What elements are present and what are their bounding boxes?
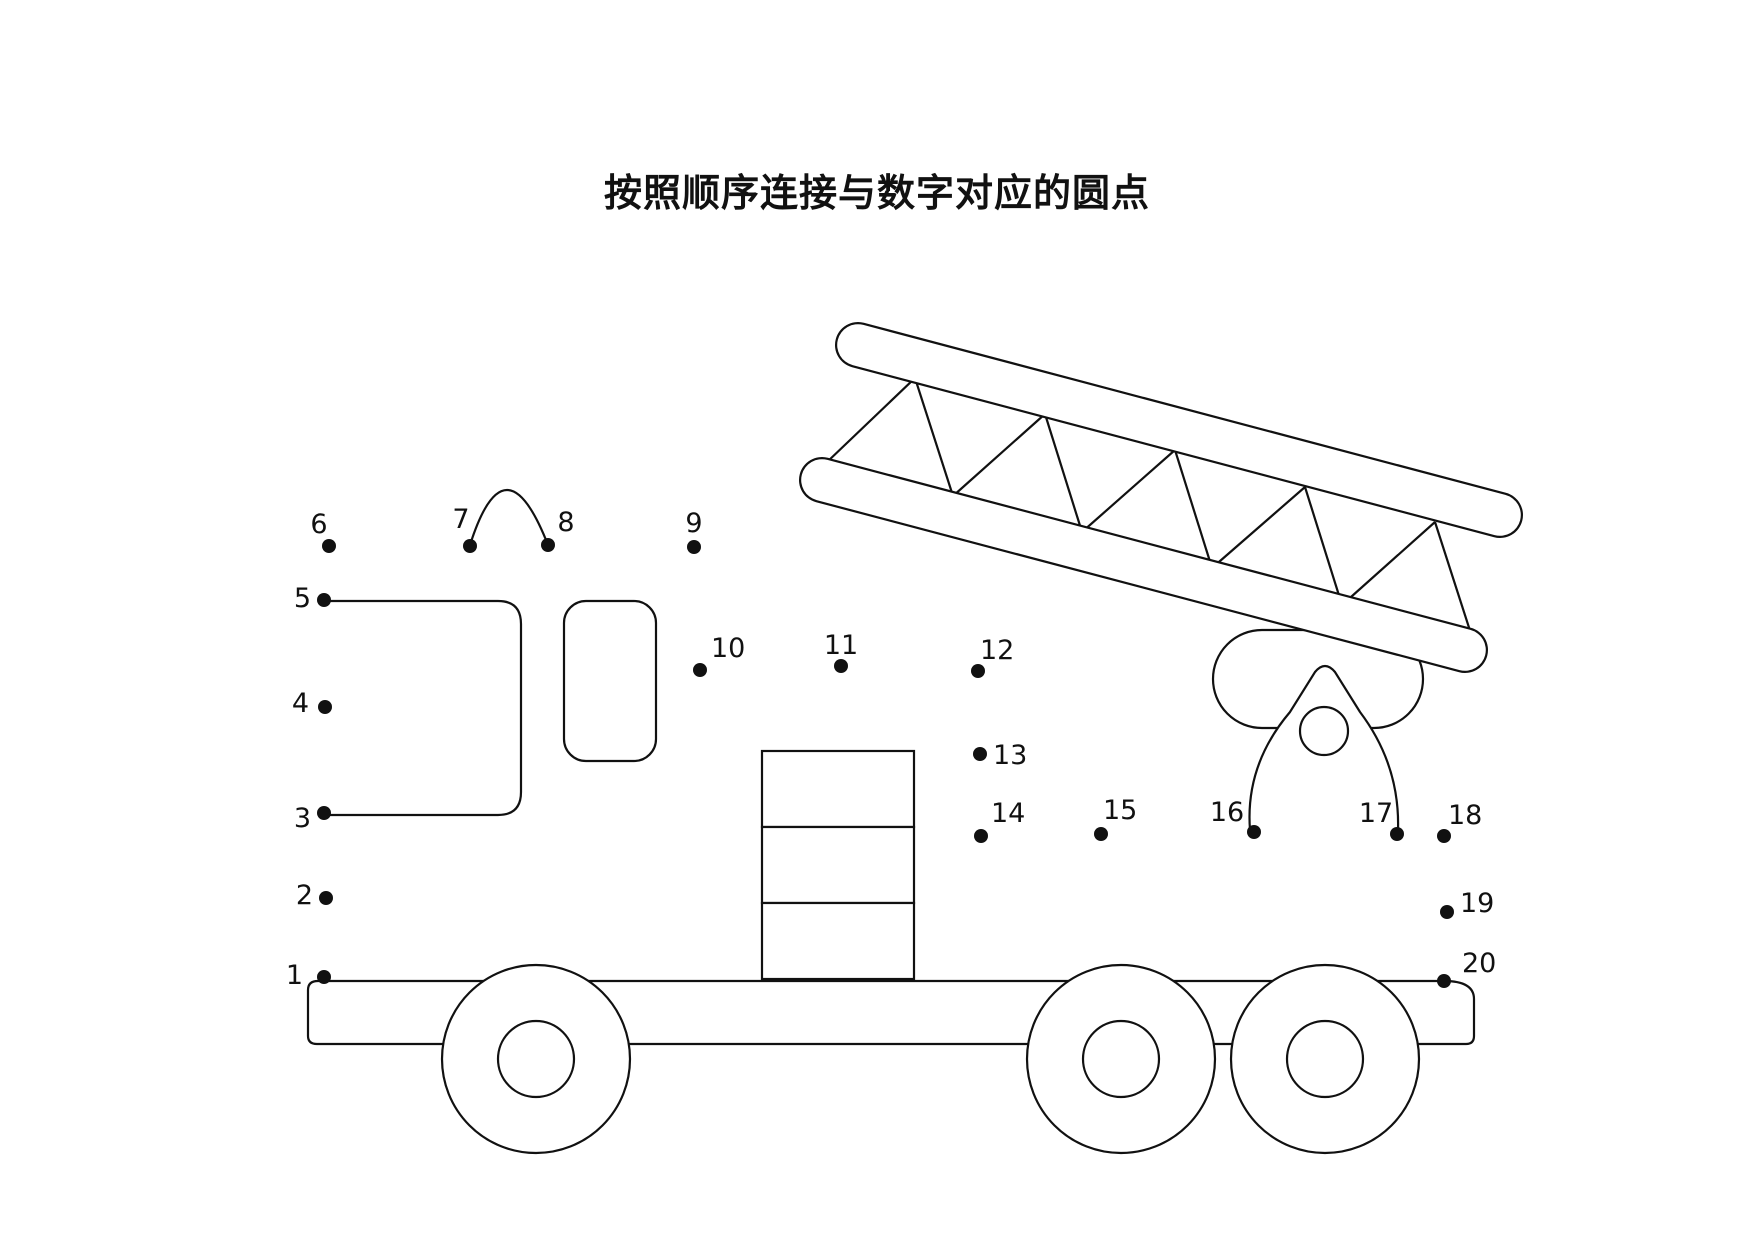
dot-marker[interactable]	[1437, 974, 1451, 988]
dot-marker[interactable]	[317, 970, 331, 984]
rear-wheel	[1229, 963, 1421, 1155]
dot-marker[interactable]	[973, 747, 987, 761]
storage-box	[760, 749, 916, 981]
front-door-outline	[324, 599, 523, 817]
dot-point-14[interactable]: 14	[974, 798, 1025, 843]
ladder-assembly	[799, 322, 1523, 831]
dot-marker[interactable]	[1390, 827, 1404, 841]
dot-marker[interactable]	[463, 539, 477, 553]
dot-marker[interactable]	[974, 829, 988, 843]
dot-point-18[interactable]: 18	[1437, 800, 1482, 843]
dot-point-2[interactable]: 2	[296, 880, 333, 911]
dot-label: 19	[1460, 888, 1494, 919]
dot-label: 10	[711, 633, 745, 664]
dot-point-4[interactable]: 4	[292, 688, 332, 719]
dot-label: 7	[452, 504, 469, 535]
dot-marker[interactable]	[317, 593, 331, 607]
middle-wheel	[1025, 963, 1217, 1155]
dot-label: 4	[292, 688, 309, 719]
dot-marker[interactable]	[971, 664, 985, 678]
dot-label: 5	[294, 583, 311, 614]
dot-point-10[interactable]: 10	[693, 633, 745, 677]
dot-point-3[interactable]: 3	[294, 803, 331, 834]
dot-point-1[interactable]: 1	[286, 960, 331, 991]
dot-label: 3	[294, 803, 311, 834]
dot-point-11[interactable]: 11	[824, 630, 858, 673]
dot-point-16[interactable]: 16	[1210, 797, 1261, 839]
dot-points: 1 2 3 4 5 6 7	[286, 504, 1497, 991]
dot-marker[interactable]	[319, 891, 333, 905]
dot-marker[interactable]	[1437, 829, 1451, 843]
ladder-bottom-rail-fill	[801, 459, 1486, 671]
ladder-truss	[825, 377, 1475, 641]
dot-label: 1	[286, 960, 303, 991]
ladder-pivot-hinge	[1298, 705, 1350, 757]
dot-label: 16	[1210, 797, 1244, 828]
dot-point-19[interactable]: 19	[1440, 888, 1494, 919]
dot-label: 17	[1359, 798, 1393, 829]
dot-label: 8	[557, 507, 574, 538]
dot-marker[interactable]	[317, 806, 331, 820]
dot-marker[interactable]	[318, 700, 332, 714]
dot-label: 13	[993, 740, 1027, 771]
dot-point-12[interactable]: 12	[971, 635, 1014, 678]
dot-point-17[interactable]: 17	[1359, 798, 1404, 841]
beacon-arc	[468, 488, 550, 546]
worksheet-title: 按照顺序连接与数字对应的圆点	[603, 171, 1150, 215]
dot-marker[interactable]	[322, 539, 336, 553]
dot-label: 2	[296, 880, 313, 911]
dot-label: 6	[310, 509, 327, 540]
dot-point-6[interactable]: 6	[310, 509, 336, 553]
dot-marker[interactable]	[693, 663, 707, 677]
dot-point-9[interactable]: 9	[685, 508, 703, 554]
dot-point-5[interactable]: 5	[294, 583, 331, 614]
dot-label: 20	[1462, 948, 1496, 979]
cab-window	[562, 599, 658, 763]
dot-marker[interactable]	[1440, 905, 1454, 919]
dot-label: 12	[980, 635, 1014, 666]
dot-marker[interactable]	[1247, 825, 1261, 839]
dot-label: 18	[1448, 800, 1482, 831]
dot-point-13[interactable]: 13	[973, 740, 1027, 771]
dot-label: 11	[824, 630, 858, 661]
front-wheel	[440, 963, 632, 1155]
dot-marker[interactable]	[834, 659, 848, 673]
dot-marker[interactable]	[1094, 827, 1108, 841]
dot-marker[interactable]	[541, 538, 555, 552]
dot-label: 14	[991, 798, 1025, 829]
dot-point-15[interactable]: 15	[1094, 795, 1137, 841]
dot-point-7[interactable]: 7	[452, 504, 477, 553]
dot-marker[interactable]	[687, 540, 701, 554]
dot-label: 9	[685, 508, 702, 539]
dot-label: 15	[1103, 795, 1137, 826]
dot-point-8[interactable]: 8	[541, 507, 575, 552]
dot-point-20[interactable]: 20	[1437, 948, 1496, 988]
ladder-top-rail-fill	[837, 324, 1521, 536]
